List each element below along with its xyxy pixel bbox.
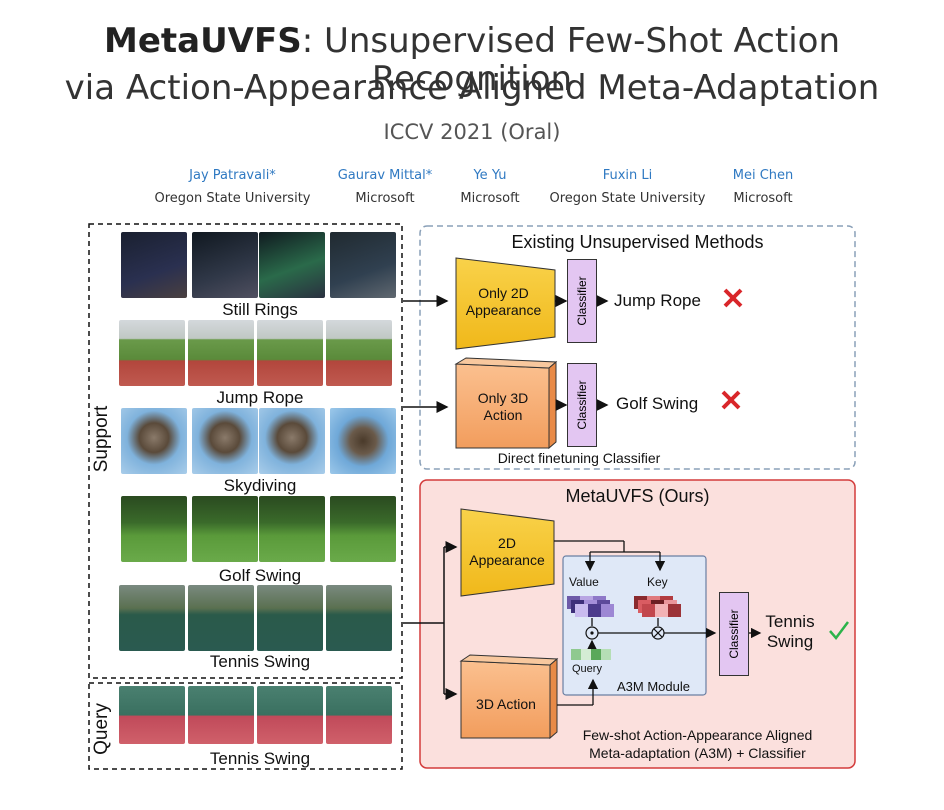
venue: ICCV 2021 (Oral) xyxy=(383,120,561,144)
author-affiliation: Microsoft xyxy=(355,191,415,206)
prediction-ours: Tennis Swing xyxy=(765,612,815,651)
query-features xyxy=(571,649,611,660)
class-label: Jump Rope xyxy=(216,388,304,407)
title-bold: MetaUVFS xyxy=(103,21,302,61)
still-rings-frame xyxy=(259,232,325,298)
tennis-swing-frame xyxy=(257,585,323,651)
still-rings-frame xyxy=(192,232,258,298)
still-rings-frame xyxy=(330,232,396,298)
support-label: Support xyxy=(91,405,112,473)
tennis-swing-frame xyxy=(326,585,392,651)
author-3: Ye Yu Microsoft xyxy=(450,168,530,206)
existing-caption: Direct finetuning Classifier xyxy=(497,450,661,466)
golf-swing-frame xyxy=(121,496,187,562)
value-label: Value xyxy=(569,575,599,589)
jump-rope-frame xyxy=(119,320,185,386)
skydiving-frame xyxy=(121,408,187,474)
cross-icon xyxy=(721,390,741,410)
key-label: Key xyxy=(647,575,668,589)
classifier-label: Classifier xyxy=(727,609,741,659)
query-frame xyxy=(188,686,254,744)
golf-swing-frame xyxy=(330,496,396,562)
ours-caption-line1: Few-shot Action-Appearance Aligned xyxy=(582,727,813,743)
query-class-label: Tennis Swing xyxy=(209,749,311,768)
classifier-label: Classifier xyxy=(575,380,589,430)
cross-icon xyxy=(723,288,743,308)
query-label: Query xyxy=(91,703,112,755)
a3m-module-box xyxy=(562,555,707,696)
author-1: Jay Patravali* Oregon State University xyxy=(150,168,315,206)
author-2: Gaurav Mittal* Microsoft xyxy=(320,168,450,206)
jump-rope-frame xyxy=(326,320,392,386)
classifier-block: Classifier xyxy=(719,592,749,676)
value-features xyxy=(567,596,614,617)
paper-title: MetaUVFS: Unsupervised Few-Shot Action R… xyxy=(0,22,944,98)
still-rings-frame xyxy=(121,232,187,298)
only-2d-label: Only 2D Appearance xyxy=(465,285,542,318)
author-4: Fuxin Li Oregon State University xyxy=(545,168,710,206)
golf-swing-frame xyxy=(192,496,258,562)
query-frame xyxy=(326,686,392,744)
author-name[interactable]: Ye Yu xyxy=(473,168,507,183)
support-box xyxy=(88,223,403,679)
only-3d-label: Only 3D Action xyxy=(477,390,529,423)
class-label: Skydiving xyxy=(223,476,297,495)
a3m-module-label: A3M Module xyxy=(617,679,690,694)
classifier-block: Classifier xyxy=(567,259,597,343)
classifier-label: Classifier xyxy=(575,276,589,326)
existing-methods-title: Existing Unsupervised Methods xyxy=(511,232,764,252)
author-affiliation: Microsoft xyxy=(460,191,520,206)
golf-swing-frame xyxy=(259,496,325,562)
ours-title: MetaUVFS (Ours) xyxy=(565,486,710,506)
jump-rope-frame xyxy=(188,320,254,386)
tennis-swing-frame xyxy=(119,585,185,651)
title-rest: : Unsupervised Few-Shot Action Recogniti… xyxy=(301,21,840,99)
author-name[interactable]: Mei Chen xyxy=(732,168,794,183)
class-label: Tennis Swing xyxy=(209,652,311,671)
existing-methods-box xyxy=(419,225,856,470)
author-affiliation: Oregon State University xyxy=(549,191,706,206)
only-2d-encoder xyxy=(455,257,556,350)
author-name[interactable]: Fuxin Li xyxy=(602,168,653,183)
action-3d-label: 3D Action xyxy=(476,696,536,712)
skydiving-frame xyxy=(192,408,258,474)
jump-rope-frame xyxy=(257,320,323,386)
author-affiliation: Oregon State University xyxy=(154,191,311,206)
class-label: Still Rings xyxy=(222,300,298,319)
appearance-2d-encoder xyxy=(460,508,555,597)
prediction-1: Jump Rope xyxy=(614,291,701,310)
key-features xyxy=(634,596,681,617)
query-frame xyxy=(119,686,185,744)
prediction-2: Golf Swing xyxy=(616,394,699,413)
query-frame xyxy=(257,686,323,744)
skydiving-frame xyxy=(259,408,325,474)
query-box xyxy=(88,682,403,770)
classifier-block: Classifier xyxy=(567,363,597,447)
query-feature-label: Query xyxy=(572,663,602,675)
paper-title-line2: via Action-Appearance Aligned Meta-Adapt… xyxy=(64,68,880,108)
class-label: Golf Swing xyxy=(218,566,302,585)
ours-caption-line2: Meta-adaptation (A3M) + Classifier xyxy=(589,745,806,761)
tennis-swing-frame xyxy=(188,585,254,651)
author-name[interactable]: Gaurav Mittal* xyxy=(337,168,433,183)
author-affiliation: Microsoft xyxy=(733,191,793,206)
skydiving-frame xyxy=(330,408,396,474)
check-icon xyxy=(829,621,849,640)
author-name[interactable]: Jay Patravali* xyxy=(189,168,276,183)
appearance-2d-label: 2D Appearance xyxy=(469,535,545,568)
